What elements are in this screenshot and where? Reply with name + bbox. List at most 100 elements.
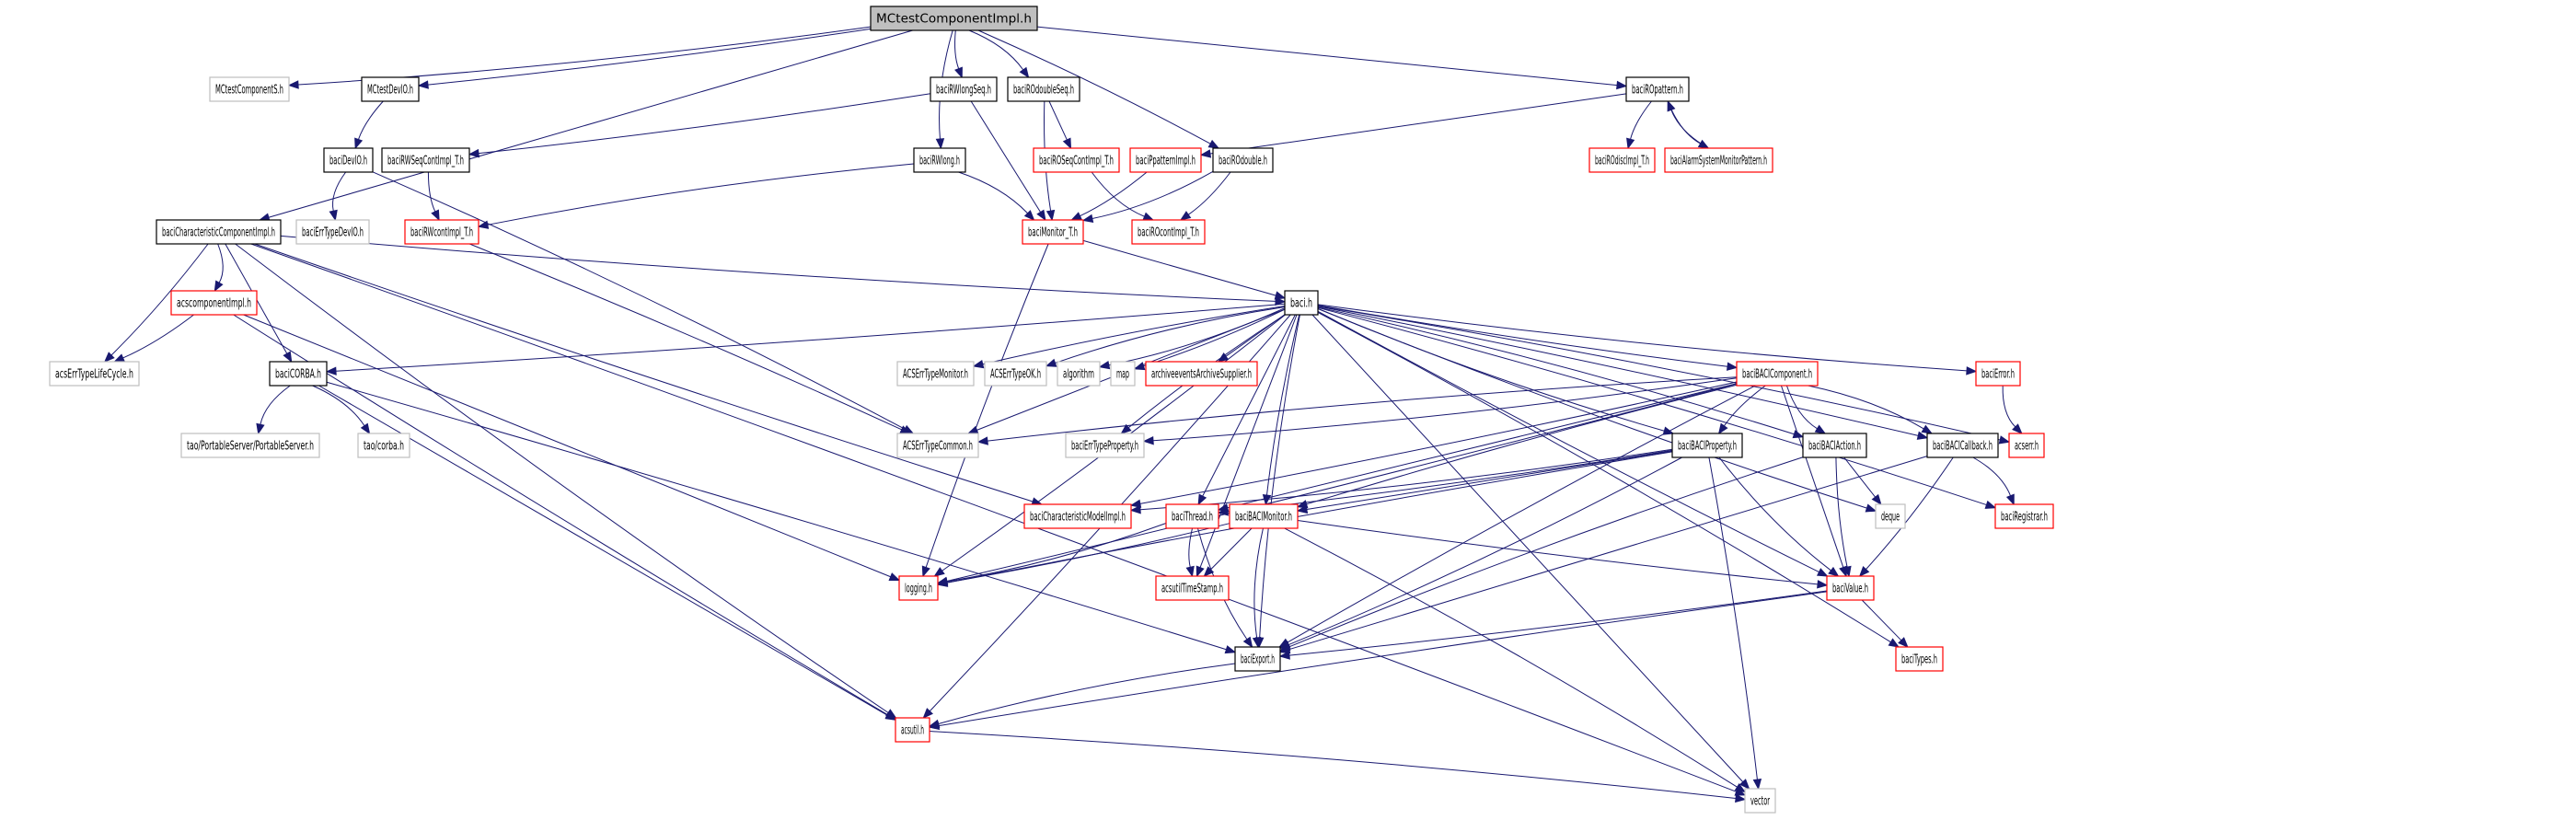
node-baciBACIComponent[interactable]: baciBACIComponent.h	[1736, 361, 1819, 387]
node-box[interactable]	[1588, 147, 1656, 173]
arrowhead-baciBACIComponent-to-baciBACIProperty	[1717, 422, 1728, 435]
node-MCtestComponentS: MCtestComponentS.h	[209, 76, 290, 102]
node-box[interactable]	[323, 147, 374, 173]
edge-baciROdouble-to-baciROcontImpl_T	[1187, 171, 1231, 215]
edge-baci-to-baciThread	[1202, 314, 1296, 497]
node-box[interactable]	[1129, 147, 1202, 173]
node-box[interactable]	[269, 361, 328, 387]
node-baciAlarmSystemMonitorPattern[interactable]: baciAlarmSystemMonitorPattern.h	[1664, 147, 1773, 173]
edge-baciBACIComponent-to-baciCharacteristicModelImpl	[1139, 381, 1738, 504]
node-box[interactable]	[870, 6, 1038, 31]
node-box[interactable]	[1926, 433, 1999, 458]
node-box[interactable]	[895, 717, 930, 743]
node-box[interactable]	[1284, 290, 1319, 316]
node-baciRWlong[interactable]: baciRWlong.h	[913, 147, 966, 173]
node-box[interactable]	[2008, 433, 2045, 458]
node-baciCharacteristicComponentImpl[interactable]: baciCharacteristicComponentImpl.h	[156, 219, 282, 245]
node-box[interactable]	[1229, 503, 1299, 529]
node-box[interactable]	[404, 219, 479, 245]
node-baciCORBA[interactable]: baciCORBA.h	[269, 361, 328, 387]
node-box[interactable]	[1007, 76, 1080, 102]
node-box[interactable]	[381, 147, 470, 173]
node-acscomponentImpl[interactable]: acscomponentImpl.h	[170, 290, 258, 316]
edge-baciBACICallback-to-baciRegistrar	[1972, 456, 2011, 496]
node-baciROpattern[interactable]: baciROpattern.h	[1625, 76, 1690, 102]
node-baciExport[interactable]: baciExport.h	[1234, 646, 1281, 672]
arrowhead-baci-to-acsutil	[922, 708, 934, 719]
node-box[interactable]	[1131, 219, 1206, 245]
node-baciError[interactable]: baciError.h	[1975, 361, 2021, 387]
node-baciROcontImpl_T[interactable]: baciROcontImpl_T.h	[1131, 219, 1206, 245]
node-box[interactable]	[1625, 76, 1690, 102]
edge-baciBACIMonitor-to-baciValue	[1297, 520, 1819, 585]
node-box	[295, 219, 370, 245]
node-label: acsutil.h	[901, 724, 924, 738]
node-logging[interactable]: logging.h	[898, 575, 939, 601]
node-baciROSeqContImpl_T[interactable]: baciROSeqContImpl_T.h	[1033, 147, 1120, 173]
arrowhead-baci-to-vector	[1739, 779, 1750, 790]
node-baciROdouble[interactable]: baciROdouble.h	[1212, 147, 1274, 173]
node-box[interactable]	[170, 290, 258, 316]
node-box[interactable]	[1671, 433, 1743, 458]
node-box[interactable]	[1155, 575, 1230, 601]
node-box[interactable]	[1023, 503, 1132, 529]
edge-baciBACIMonitor-to-logging	[946, 523, 1230, 583]
edge-baciValue-to-baciExport	[1288, 590, 1828, 656]
node-baciROdoubleSeq[interactable]: baciROdoubleSeq.h	[1007, 76, 1080, 102]
node-box[interactable]	[1165, 503, 1219, 529]
node-root[interactable]: MCtestComponentImpl.h	[870, 6, 1038, 31]
node-baciRWcontImpl_T[interactable]: baciRWcontImpl_T.h	[404, 219, 479, 245]
node-baciThread[interactable]: baciThread.h	[1165, 503, 1219, 529]
node-box[interactable]	[1994, 503, 2054, 529]
node-box[interactable]	[1802, 433, 1867, 458]
node-box[interactable]	[156, 219, 282, 245]
node-baciDevIO[interactable]: baciDevIO.h	[323, 147, 374, 173]
node-box[interactable]	[913, 147, 966, 173]
node-baciRegistrar[interactable]: baciRegistrar.h	[1994, 503, 2054, 529]
node-box[interactable]	[1826, 575, 1875, 601]
node-box[interactable]	[1736, 361, 1819, 387]
node-baciBACICallback[interactable]: baciBACICallback.h	[1926, 433, 1999, 458]
node-baciCharacteristicModelImpl[interactable]: baciCharacteristicModelImpl.h	[1023, 503, 1132, 529]
node-acsutilTimeStamp[interactable]: acsutilTimeStamp.h	[1155, 575, 1230, 601]
node-baciRWlongSeq[interactable]: baciRWlongSeq.h	[930, 76, 998, 102]
node-box[interactable]	[1033, 147, 1120, 173]
node-acsutil[interactable]: acsutil.h	[895, 717, 930, 743]
node-archiveeventsArchiveSupplier[interactable]: archiveeventsArchiveSupplier.h	[1145, 361, 1258, 387]
node-box[interactable]	[1145, 361, 1258, 387]
edge-root-to-baciROdouble	[977, 29, 1211, 144]
node-baciValue[interactable]: baciValue.h	[1826, 575, 1875, 601]
node-box[interactable]	[1895, 646, 1944, 672]
node-box[interactable]	[1022, 219, 1084, 245]
node-PortableServer: tao/PortableServer/PortableServer.h	[180, 433, 320, 458]
arrowhead-baciMonitor_T-to-logging	[921, 565, 930, 578]
node-baciBACIProperty[interactable]: baciBACIProperty.h	[1671, 433, 1743, 458]
node-acsErrTypeLifeCycle: acsErrTypeLifeCycle.h	[49, 361, 140, 387]
node-box[interactable]	[1234, 646, 1281, 672]
arrowhead-baciBACIProperty-to-vector	[1752, 779, 1762, 791]
node-box[interactable]	[930, 76, 998, 102]
node-ACSErrTypeMonitor: ACSErrTypeMonitor.h	[896, 361, 975, 387]
node-label: baciCharacteristicComponentImpl.h	[162, 226, 275, 240]
arrowhead-baciRWSeqContImpl_T-to-baciRWcontImpl_T	[431, 209, 440, 222]
node-baci[interactable]: baci.h	[1284, 290, 1319, 316]
edge-baci-to-baciBACIComponent	[1317, 305, 1728, 367]
arrowhead-baciBACIComponent-to-baciBACIAction	[1814, 424, 1827, 434]
node-baciTypes[interactable]: baciTypes.h	[1895, 646, 1944, 672]
node-baciBACIAction[interactable]: baciBACIAction.h	[1802, 433, 1867, 458]
node-acserr[interactable]: acserr.h	[2008, 433, 2045, 458]
node-MCtestDevIO[interactable]: MCtestDevIO.h	[361, 76, 420, 102]
arrowhead-baciBACIComponent-to-ACSErrTypeCommon	[976, 436, 988, 445]
node-baciMonitor_T[interactable]: baciMonitor_T.h	[1022, 219, 1084, 245]
node-box[interactable]	[1664, 147, 1773, 173]
node-vector: vector	[1744, 788, 1776, 814]
node-box[interactable]	[1975, 361, 2021, 387]
edge-baci-to-baciError	[1317, 304, 1968, 372]
node-baciROdiscImpl_T[interactable]: baciROdiscImpl_T.h	[1588, 147, 1656, 173]
node-baciBACIMonitor[interactable]: baciBACIMonitor.h	[1229, 503, 1299, 529]
node-baciRWSeqContImpl_T[interactable]: baciRWSeqContImpl_T.h	[381, 147, 470, 173]
node-box[interactable]	[361, 76, 420, 102]
node-baciPpatternImpl[interactable]: baciPpatternImpl.h	[1129, 147, 1202, 173]
node-box[interactable]	[1212, 147, 1274, 173]
node-box[interactable]	[898, 575, 939, 601]
